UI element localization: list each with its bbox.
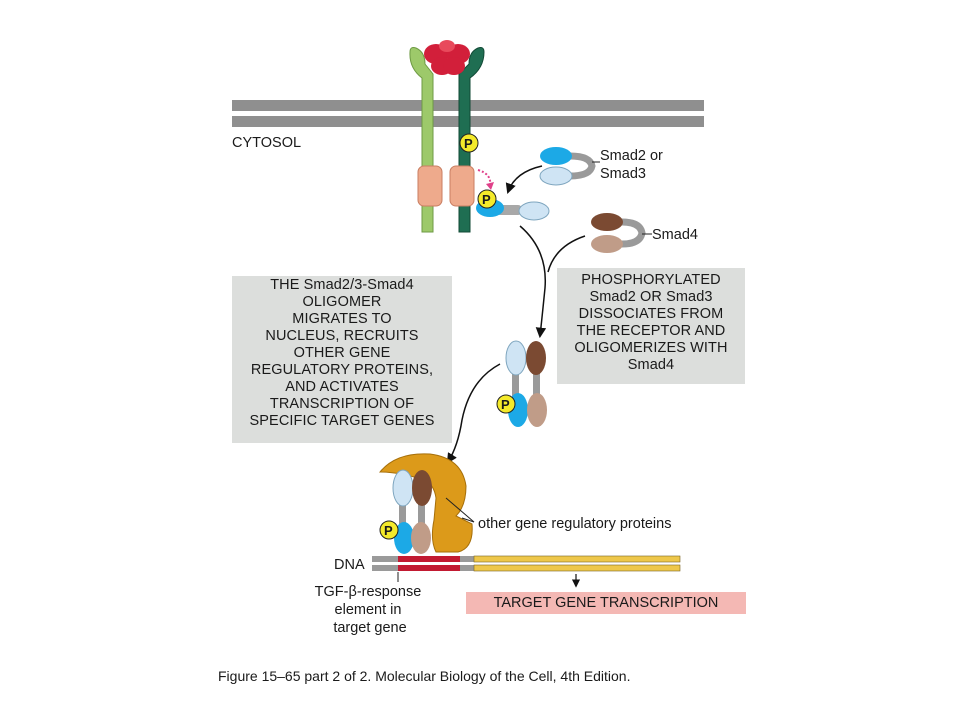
svg-text:P: P [464,136,473,151]
smad23-label: Smad2 or Smad3 [600,148,667,182]
kinase-domain-left [417,165,443,207]
binding-arrow [505,165,543,194]
smad23-free [539,147,600,186]
smad23-label-line2: Smad3 [600,166,646,182]
figure-caption: Figure 15–65 part 2 of 2. Molecular Biol… [218,668,631,684]
smad4-join-arrow [547,235,586,273]
other-proteins-label: other gene regulatory proteins [478,516,671,532]
svg-text:P: P [501,397,510,412]
dna-label: DNA [334,557,365,573]
receptor-phosphate [459,133,479,153]
smad-oligomer-dna: P [379,469,432,554]
other-proteins-leaders [445,497,475,523]
cytosol-label: CYTOSOL [232,135,301,151]
svg-text:P: P [482,192,491,207]
smad-oligomer-cytosol: P [496,340,547,427]
smad4-free [591,213,652,253]
dna-strand [372,555,681,572]
left-description-box [232,276,452,443]
left-box-text: THE Smad2/3-Smad4 OLIGOMER MIGRATES TO N… [249,277,435,429]
right-description-box [557,268,745,384]
tgf-element-label: TGF-β-response element in target gene [315,584,426,636]
kinase-domain-right [449,165,475,207]
tgf-element-line2: element in [335,602,402,618]
tgf-beta-ligand [424,40,470,75]
tgf-beta-receptor: P [409,40,485,233]
tgf-element-line1: TGF-β-response [315,584,422,600]
tgf-element-line3: target gene [333,620,406,636]
migration-arrow [446,363,501,464]
target-gene-transcription-label: TARGET GENE TRANSCRIPTION [466,592,746,614]
smad23-label-line1: Smad2 or [600,148,663,164]
smad23-bound-receptor: P [476,189,550,221]
right-box-text: PHOSPHORYLATED Smad2 OR Smad3 DISSOCIATE… [574,272,728,373]
dissociation-arrow [519,225,547,339]
svg-text:P: P [384,523,393,538]
smad4-label: Smad4 [652,227,698,243]
phosphorylation-arrow [477,169,494,190]
tgf-response-element [398,556,460,562]
